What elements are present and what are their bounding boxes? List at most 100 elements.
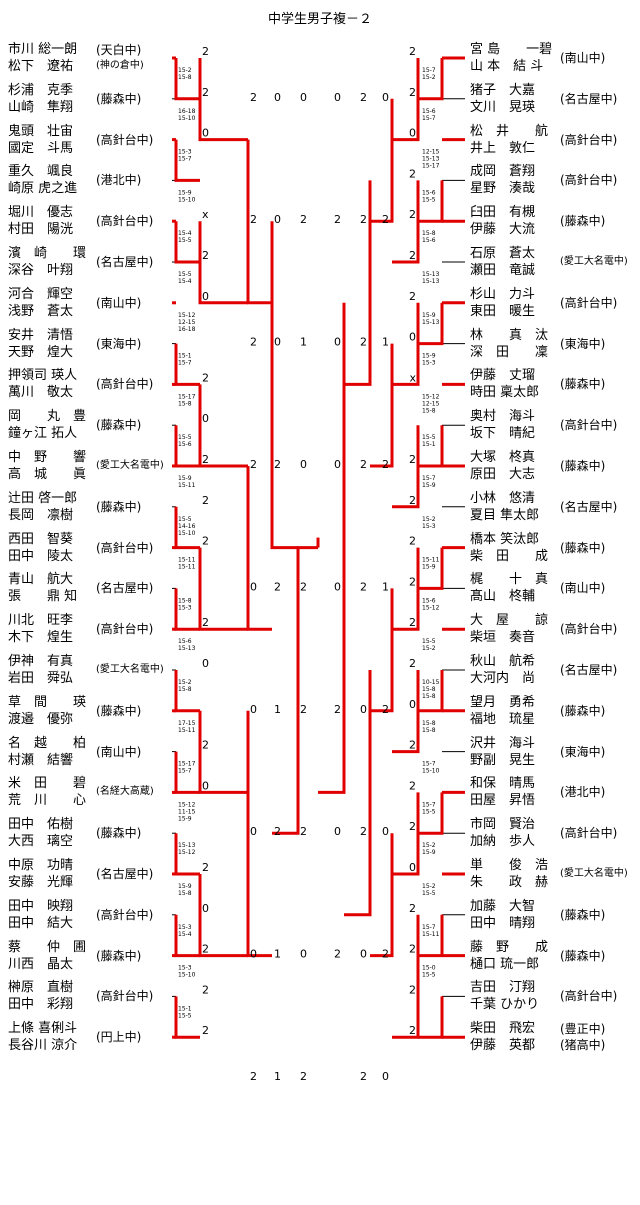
game-score: 15-3 bbox=[422, 523, 436, 530]
game-score: 12-15 bbox=[178, 319, 196, 326]
right-player-name: 成岡 蒼翔 bbox=[470, 164, 536, 180]
right-school: (愛工大名電中) bbox=[560, 868, 628, 879]
right-result-number: 2 bbox=[409, 779, 416, 792]
left-player-name: 伊神 有真 bbox=[8, 654, 74, 669]
game-score: 15-11 bbox=[178, 564, 196, 571]
game-score: 12-15 bbox=[422, 400, 440, 407]
game-score: 15-5 bbox=[422, 196, 436, 203]
game-score: 15-10 bbox=[422, 768, 440, 775]
right-player-name: 藤 野 成 bbox=[470, 939, 549, 955]
left-match-line bbox=[174, 914, 200, 958]
left-r4-line bbox=[270, 221, 298, 550]
round-result-number: 0 bbox=[300, 91, 307, 104]
round-result-number: 2 bbox=[360, 336, 367, 349]
left-player-name: 鬼頭 壮宙 bbox=[8, 123, 74, 139]
round-result-number: 0 bbox=[334, 825, 341, 838]
right-player-name: 時田 稟太郎 bbox=[470, 385, 540, 401]
round-result-number: 2 bbox=[300, 825, 307, 838]
right-result-number: 2 bbox=[409, 739, 416, 752]
left-result-number: 2 bbox=[202, 1024, 209, 1037]
right-r2-line bbox=[392, 302, 420, 386]
round-result-number: 0 bbox=[274, 91, 281, 104]
game-score: 15-5 bbox=[178, 1012, 192, 1019]
left-player-name: 榊原 直樹 bbox=[8, 980, 74, 996]
left-player-name: 木下 煌生 bbox=[8, 630, 74, 646]
game-score: 15-8 bbox=[422, 686, 436, 693]
right-result-number: 0 bbox=[409, 698, 416, 711]
game-score: 14-16 bbox=[178, 523, 196, 530]
left-school: (名古屋中) bbox=[96, 867, 154, 881]
game-score: 15-17 bbox=[178, 393, 196, 400]
left-school: (藤森中) bbox=[96, 91, 142, 106]
left-player-name: 重久 颯良 bbox=[8, 164, 74, 180]
right-player-name: 野副 晃生 bbox=[470, 752, 536, 768]
game-score: 15-4 bbox=[178, 230, 192, 237]
right-school: (東海中) bbox=[560, 744, 606, 759]
left-player-name: 大西 璃空 bbox=[8, 834, 74, 850]
game-score: 15-6 bbox=[422, 597, 436, 604]
round-result-number: 2 bbox=[300, 213, 307, 226]
right-r4-line bbox=[344, 180, 372, 386]
game-score: 15-6 bbox=[178, 441, 192, 448]
round-result-number: 1 bbox=[382, 580, 389, 593]
left-school: (高針台中) bbox=[96, 907, 154, 922]
game-score: 15-2 bbox=[422, 842, 436, 849]
game-score: 15-8 bbox=[178, 74, 192, 81]
round-result-number: 1 bbox=[300, 336, 307, 349]
left-player-name: 荒 川 心 bbox=[8, 793, 87, 809]
round-result-number: 0 bbox=[334, 458, 341, 471]
right-player-name: 樋口 琉一郎 bbox=[470, 956, 540, 972]
game-score: 15-3 bbox=[178, 149, 192, 156]
right-player-name: 杉山 力斗 bbox=[470, 286, 536, 302]
right-result-number: 2 bbox=[409, 290, 416, 303]
left-result-number: 2 bbox=[202, 45, 209, 58]
left-school: (愛工大名電中) bbox=[96, 664, 164, 675]
left-result-number: 2 bbox=[202, 943, 209, 956]
right-player-name: 山 本 結 斗 bbox=[470, 59, 544, 74]
right-result-number: 2 bbox=[409, 983, 416, 996]
game-score: 15-7 bbox=[422, 761, 436, 768]
left-result-number: 2 bbox=[202, 983, 209, 996]
round-result-number: 2 bbox=[300, 580, 307, 593]
right-result-number: 2 bbox=[409, 616, 416, 629]
right-school: (藤森中) bbox=[560, 703, 606, 718]
game-score: 15-2 bbox=[178, 67, 192, 74]
left-school: (藤森中) bbox=[96, 703, 142, 718]
right-school: (名古屋中) bbox=[560, 663, 618, 677]
left-player-name: 西田 智葵 bbox=[8, 531, 74, 547]
game-score: 15-5 bbox=[178, 434, 192, 441]
game-score: 15-8 bbox=[422, 693, 436, 700]
left-result-number: 2 bbox=[202, 494, 209, 507]
left-result-number: 0 bbox=[202, 127, 209, 140]
right-school: (藤森中) bbox=[560, 540, 606, 555]
round-result-number: 2 bbox=[360, 825, 367, 838]
game-score: 12-15 bbox=[422, 149, 440, 156]
right-player-name: 柴田 飛宏 bbox=[470, 1021, 536, 1037]
game-score: 15-8 bbox=[178, 686, 192, 693]
game-score: 15-11 bbox=[422, 557, 440, 564]
round-result-number: 2 bbox=[382, 948, 389, 961]
right-r2-line bbox=[392, 547, 420, 631]
game-score: 15-5 bbox=[422, 808, 436, 815]
game-score: 15-17 bbox=[178, 761, 196, 768]
right-match-line bbox=[418, 58, 444, 101]
left-r3-line bbox=[246, 710, 272, 958]
game-score: 17-15 bbox=[178, 720, 196, 727]
round-result-number: 1 bbox=[274, 703, 281, 716]
right-player-name: 伊藤 英都 bbox=[470, 1038, 536, 1054]
game-score: 15-10 bbox=[178, 530, 196, 537]
left-player-name: 田中 佑樹 bbox=[8, 817, 74, 833]
right-school: (豊正中) bbox=[560, 1022, 606, 1037]
right-player-name: 文川 晃瑛 bbox=[470, 99, 536, 115]
round-result-number: 0 bbox=[300, 458, 307, 471]
left-r2-line bbox=[198, 874, 248, 958]
left-result-number: 2 bbox=[202, 535, 209, 548]
game-score: 15-2 bbox=[422, 883, 436, 890]
game-score: 15-7 bbox=[178, 360, 192, 367]
left-player-name: 山崎 隼翔 bbox=[8, 99, 74, 115]
game-score: 15-8 bbox=[422, 727, 436, 734]
left-player-name: 岡 丸 豊 bbox=[8, 409, 87, 425]
left-school: (東海中) bbox=[96, 336, 142, 351]
game-score: 11-15 bbox=[178, 808, 196, 815]
